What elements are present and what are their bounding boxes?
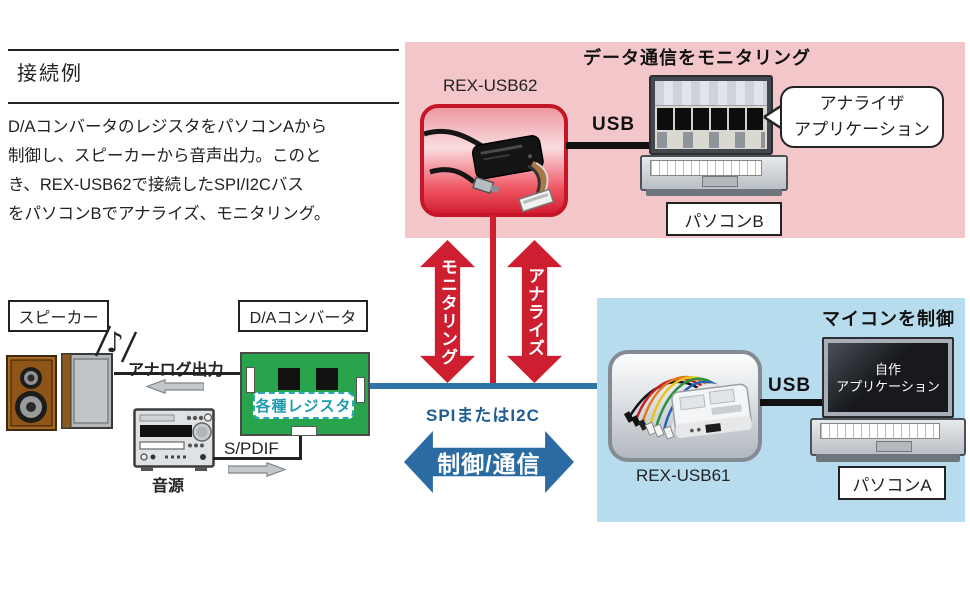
registers-badge-label: 各種レジスタ (255, 398, 352, 415)
laptop-a-screen: 自作 アプリケーション (822, 337, 954, 418)
usb-label-control: USB (768, 375, 812, 396)
control-arrow-label: 制御/通信 (437, 451, 541, 477)
usb-cable-line-control (760, 399, 824, 406)
control-communication-arrow: 制御/通信 (404, 431, 574, 493)
audio-source-image (133, 408, 215, 471)
laptop-b-keyboard (650, 160, 762, 176)
laptop-b-screen (649, 75, 773, 155)
monitoring-arrow-label: モニタリング (438, 257, 457, 366)
rex-usb61-device-box (608, 350, 762, 462)
registers-badge: 各種レジスタ (253, 392, 354, 419)
analog-out-label: アナログ出力 (128, 362, 224, 379)
monitor-tap-line (490, 215, 496, 385)
spdif-line-vertical (299, 436, 302, 460)
board-right-connector (356, 377, 365, 403)
spdif-label: S/PDIF (224, 439, 279, 458)
analyze-arrow: アナライズ (507, 240, 562, 383)
pc-b-label: パソコンB (684, 211, 764, 231)
rex-usb62-device-image (423, 128, 555, 213)
analyzer-grid (655, 81, 767, 106)
spdif-arrow-right (228, 462, 286, 477)
analog-out-line (114, 372, 240, 375)
laptop-a-base (816, 454, 960, 462)
rex-usb61-device-image (623, 375, 752, 440)
analyzer-rows (657, 132, 765, 148)
laptop-b-body (640, 155, 788, 191)
description-text: D/AコンバータのレジスタをパソコンAから 制御し、スピーカーから音声出力。この… (8, 113, 408, 229)
board-bottom-connector (291, 426, 317, 436)
description-line: 制御し、スピーカーから音声出力。このと (8, 147, 322, 165)
spi-bus-line (362, 383, 612, 389)
rex-usb61-label: REX-USB61 (636, 466, 731, 485)
pc-a-label-box: パソコンA (838, 466, 946, 500)
pc-b-label-box: パソコンB (666, 202, 782, 236)
dac-label: D/Aコンバータ (249, 310, 357, 327)
dac-label-box: D/Aコンバータ (238, 300, 368, 332)
music-note-icon: ♪ (94, 325, 138, 363)
analyze-arrow-label: アナライズ (525, 266, 544, 357)
custom-app-line1: 自作 (874, 361, 901, 377)
svg-text:♪: ♪ (106, 326, 124, 359)
bus-type-label: SPIまたはI2C (426, 406, 540, 425)
speaker-label: スピーカー (18, 310, 99, 327)
description-line: D/AコンバータのレジスタをパソコンAから (8, 118, 328, 136)
dac-chip (316, 368, 338, 390)
heading-rule-bottom (8, 102, 399, 104)
rex-usb62-label: REX-USB62 (443, 76, 538, 95)
pc-a-label: パソコンA (852, 475, 932, 495)
analyzer-waveform (657, 108, 765, 130)
analog-out-arrow-left (146, 379, 204, 394)
description-line: をパソコンBでアナライズ、モニタリング。 (8, 205, 331, 223)
laptop-a-body (810, 418, 966, 456)
laptop-b-base (646, 189, 782, 196)
analyzer-app-screen (655, 81, 767, 149)
laptop-b-touchpad (702, 176, 739, 187)
laptop-a-keyboard (820, 423, 940, 439)
page-title: 接続例 (17, 63, 83, 85)
heading-rule-top (8, 49, 399, 51)
spdif-line-horizontal (213, 457, 302, 460)
analyzer-app-callout: アナライザ アプリケーション (780, 86, 944, 148)
custom-app-screen: 自作 アプリケーション (828, 343, 948, 412)
board-left-connector (246, 367, 255, 393)
custom-app-line2: アプリケーション (836, 378, 940, 394)
usb-cable-line-monitor (566, 142, 652, 149)
laptop-a-touchpad (875, 441, 912, 452)
monitoring-arrow: モニタリング (420, 240, 475, 383)
speaker-label-box: スピーカー (8, 300, 109, 332)
dac-chip (278, 368, 300, 390)
rex-usb62-device-box (420, 104, 568, 217)
usb-label-monitor: USB (592, 114, 636, 135)
audio-source-label: 音源 (152, 478, 185, 495)
monitoring-panel-title: データ通信をモニタリング (583, 48, 811, 68)
description-line: き、REX-USB62で接続したSPI/I2Cバス (8, 176, 304, 194)
callout-line2: アプリケーション (794, 120, 930, 139)
control-panel-title: マイコンを制御 (822, 309, 955, 329)
speakers-image (6, 353, 113, 431)
callout-line1: アナライザ (819, 94, 905, 113)
